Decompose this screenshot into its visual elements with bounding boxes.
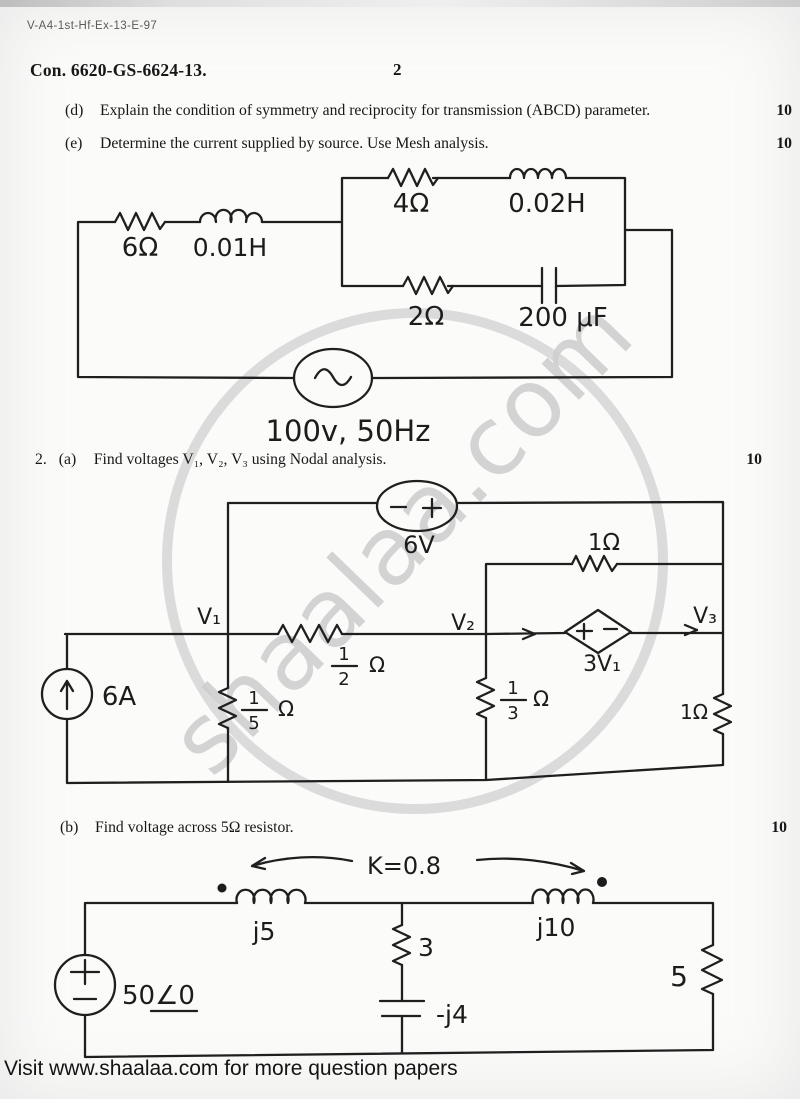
c2-label-load-resistor: 1Ω [680, 700, 708, 724]
c2-fraction-fifth-ohm: 1 5 Ω [240, 688, 294, 734]
question-d-text: Explain the condition of symmetry and re… [100, 102, 651, 119]
c2-voltage-source-symbol [375, 479, 459, 533]
c2-label-dependent-source: 3V₁ [583, 652, 621, 677]
c2-fifth-den: 5 [248, 713, 259, 734]
c1-inductor-0-01h-symbol [198, 208, 264, 224]
c3-resistor-5-symbol [700, 943, 724, 996]
question-e-row: (e) Determine the current supplied by sou… [30, 135, 797, 154]
c2-label-node1: V₁ [197, 605, 221, 630]
question-2b-marks: 10 [771, 819, 787, 836]
c3-dot-primary-icon [217, 883, 227, 893]
page-number: 2 [393, 60, 402, 79]
footer-text: Visit www.shaalaa.com for more question … [4, 1057, 458, 1080]
c2-voltage-source-polarity [389, 497, 443, 519]
watermark-circle [162, 308, 668, 814]
c1-resistor-2ohm-symbol [401, 275, 455, 296]
c2-label-current-source: 6A [102, 682, 137, 712]
c2-fifth-num: 1 [248, 688, 259, 709]
c2-resistor-third-ohm-symbol [475, 676, 496, 720]
c2-node-line-arrowheads [521, 623, 699, 641]
c3-wires [83, 901, 715, 1059]
c1-ac-source-symbol [292, 347, 374, 409]
c1-label-source: 100v, 50Hz [266, 414, 431, 448]
c2-half-num: 1 [338, 644, 349, 665]
question-d-marks: 10 [776, 102, 792, 119]
question-d-label: (d) [65, 102, 84, 119]
c3-inductor-j10-symbol [531, 888, 595, 905]
c3-capacitor-symbol [378, 999, 426, 1018]
c2-third-den: 3 [507, 703, 518, 724]
c2-label-voltage-source: 6V [403, 531, 435, 559]
question-2b-text: Find voltage across 5Ω resistor. [95, 819, 294, 836]
question-2a-marks: 10 [746, 451, 762, 468]
c1-label-top-inductor: 0.02H [508, 189, 585, 219]
c3-source-polarity [69, 958, 101, 1001]
c2-resistor-1ohm-load-symbol [712, 692, 733, 736]
c2-label-node2: V₂ [451, 611, 475, 636]
question-2b-row: (b) Find voltage across 5Ω resistor. 10 [30, 819, 792, 838]
circuit-2-nodal-analysis: 6V 1Ω V₁ V₂ V₃ 3V₁ 6A 1Ω 1 2 Ω 1 5 Ω [40, 479, 733, 785]
c2-third-unit: Ω [533, 687, 549, 711]
c2-resistor-half-ohm-symbol [276, 623, 344, 644]
c2-current-source-arrow [59, 679, 75, 711]
c3-inductor-j5-symbol [235, 888, 307, 905]
c2-third-num: 1 [507, 678, 518, 699]
c2-half-den: 2 [338, 669, 349, 690]
c2-fifth-unit: Ω [278, 697, 294, 721]
c2-resistor-1ohm-top-symbol [570, 554, 619, 573]
c1-label-bottom-resistor: 2Ω [408, 302, 444, 332]
c1-wires [76, 176, 674, 380]
exam-stamp-code: V-A4-1st-Hf-Ex-13-E-97 [27, 20, 158, 32]
c1-inductor-0-02h-symbol [508, 167, 568, 180]
c3-label-load-resistor: 5 [670, 960, 688, 993]
c3-dot-secondary-icon [597, 877, 607, 887]
circuit-3-coupled-coils: K=0.8 j5 j10 3 -j4 5 50∠0 [53, 852, 724, 1059]
question-d-row: (d) Explain the condition of symmetry and… [30, 102, 797, 121]
question-2a-label: (a) [58, 451, 77, 468]
question-e-label: (e) [65, 135, 83, 152]
c3-label-primary-inductor: j5 [252, 917, 276, 946]
c2-fraction-third-ohm: 1 3 Ω [499, 678, 549, 724]
c2-fraction-half-ohm: 1 2 Ω [330, 644, 385, 690]
c2-label-node3: V₃ [693, 604, 717, 629]
c1-label-top-resistor: 4Ω [393, 189, 429, 219]
question-2a-row: 2. (a) Find voltages V₁, V₂, V₃ using Noda… [30, 451, 767, 470]
c3-resistor-3-symbol [391, 923, 412, 967]
question-2b-label: (b) [60, 819, 79, 836]
c3-label-secondary-inductor: j10 [536, 913, 576, 942]
c1-label-bottom-capacitor: 200 μF [518, 303, 607, 333]
c2-wires [63, 500, 725, 785]
exam-code: Con. 6620-GS-6624-13. [30, 60, 207, 80]
c2-half-unit: Ω [369, 653, 385, 677]
question-e-text: Determine the current supplied by source… [100, 135, 489, 152]
question-2a-text: Find voltages V₁, V₂, V₃ using Nodal ana… [93, 451, 387, 468]
question-e-marks: 10 [776, 135, 792, 152]
c1-ac-sine-icon [313, 368, 353, 387]
c3-label-shunt-resistor: 3 [418, 933, 434, 962]
c1-capacitor-symbol [540, 266, 558, 305]
c3-coupling-arrows [250, 855, 586, 876]
c3-source-symbol [53, 953, 117, 1017]
c1-resistor-4ohm-symbol [386, 167, 440, 188]
question-2-number: 2. [35, 451, 47, 468]
c2-dependent-source-diamond [563, 608, 633, 655]
c3-label-coupling: K=0.8 [367, 852, 441, 880]
c1-resistor-6ohm-symbol [113, 211, 167, 232]
c2-label-top-resistor: 1Ω [588, 530, 620, 556]
scan-artifact-top-band [0, 0, 800, 7]
circuit-1-mesh-analysis: 6Ω 0.01H 4Ω 0.02H 2Ω 200 μF 100v, 50Hz [76, 167, 674, 448]
c3-label-shunt-capacitor: -j4 [436, 1000, 468, 1029]
c1-label-series-resistor: 6Ω [122, 233, 158, 263]
c1-label-series-inductor: 0.01H [193, 233, 267, 262]
c3-label-source: 50∠0 [122, 981, 195, 1011]
c2-resistor-fifth-ohm-symbol [217, 686, 238, 730]
c2-current-source-symbol [40, 667, 94, 721]
